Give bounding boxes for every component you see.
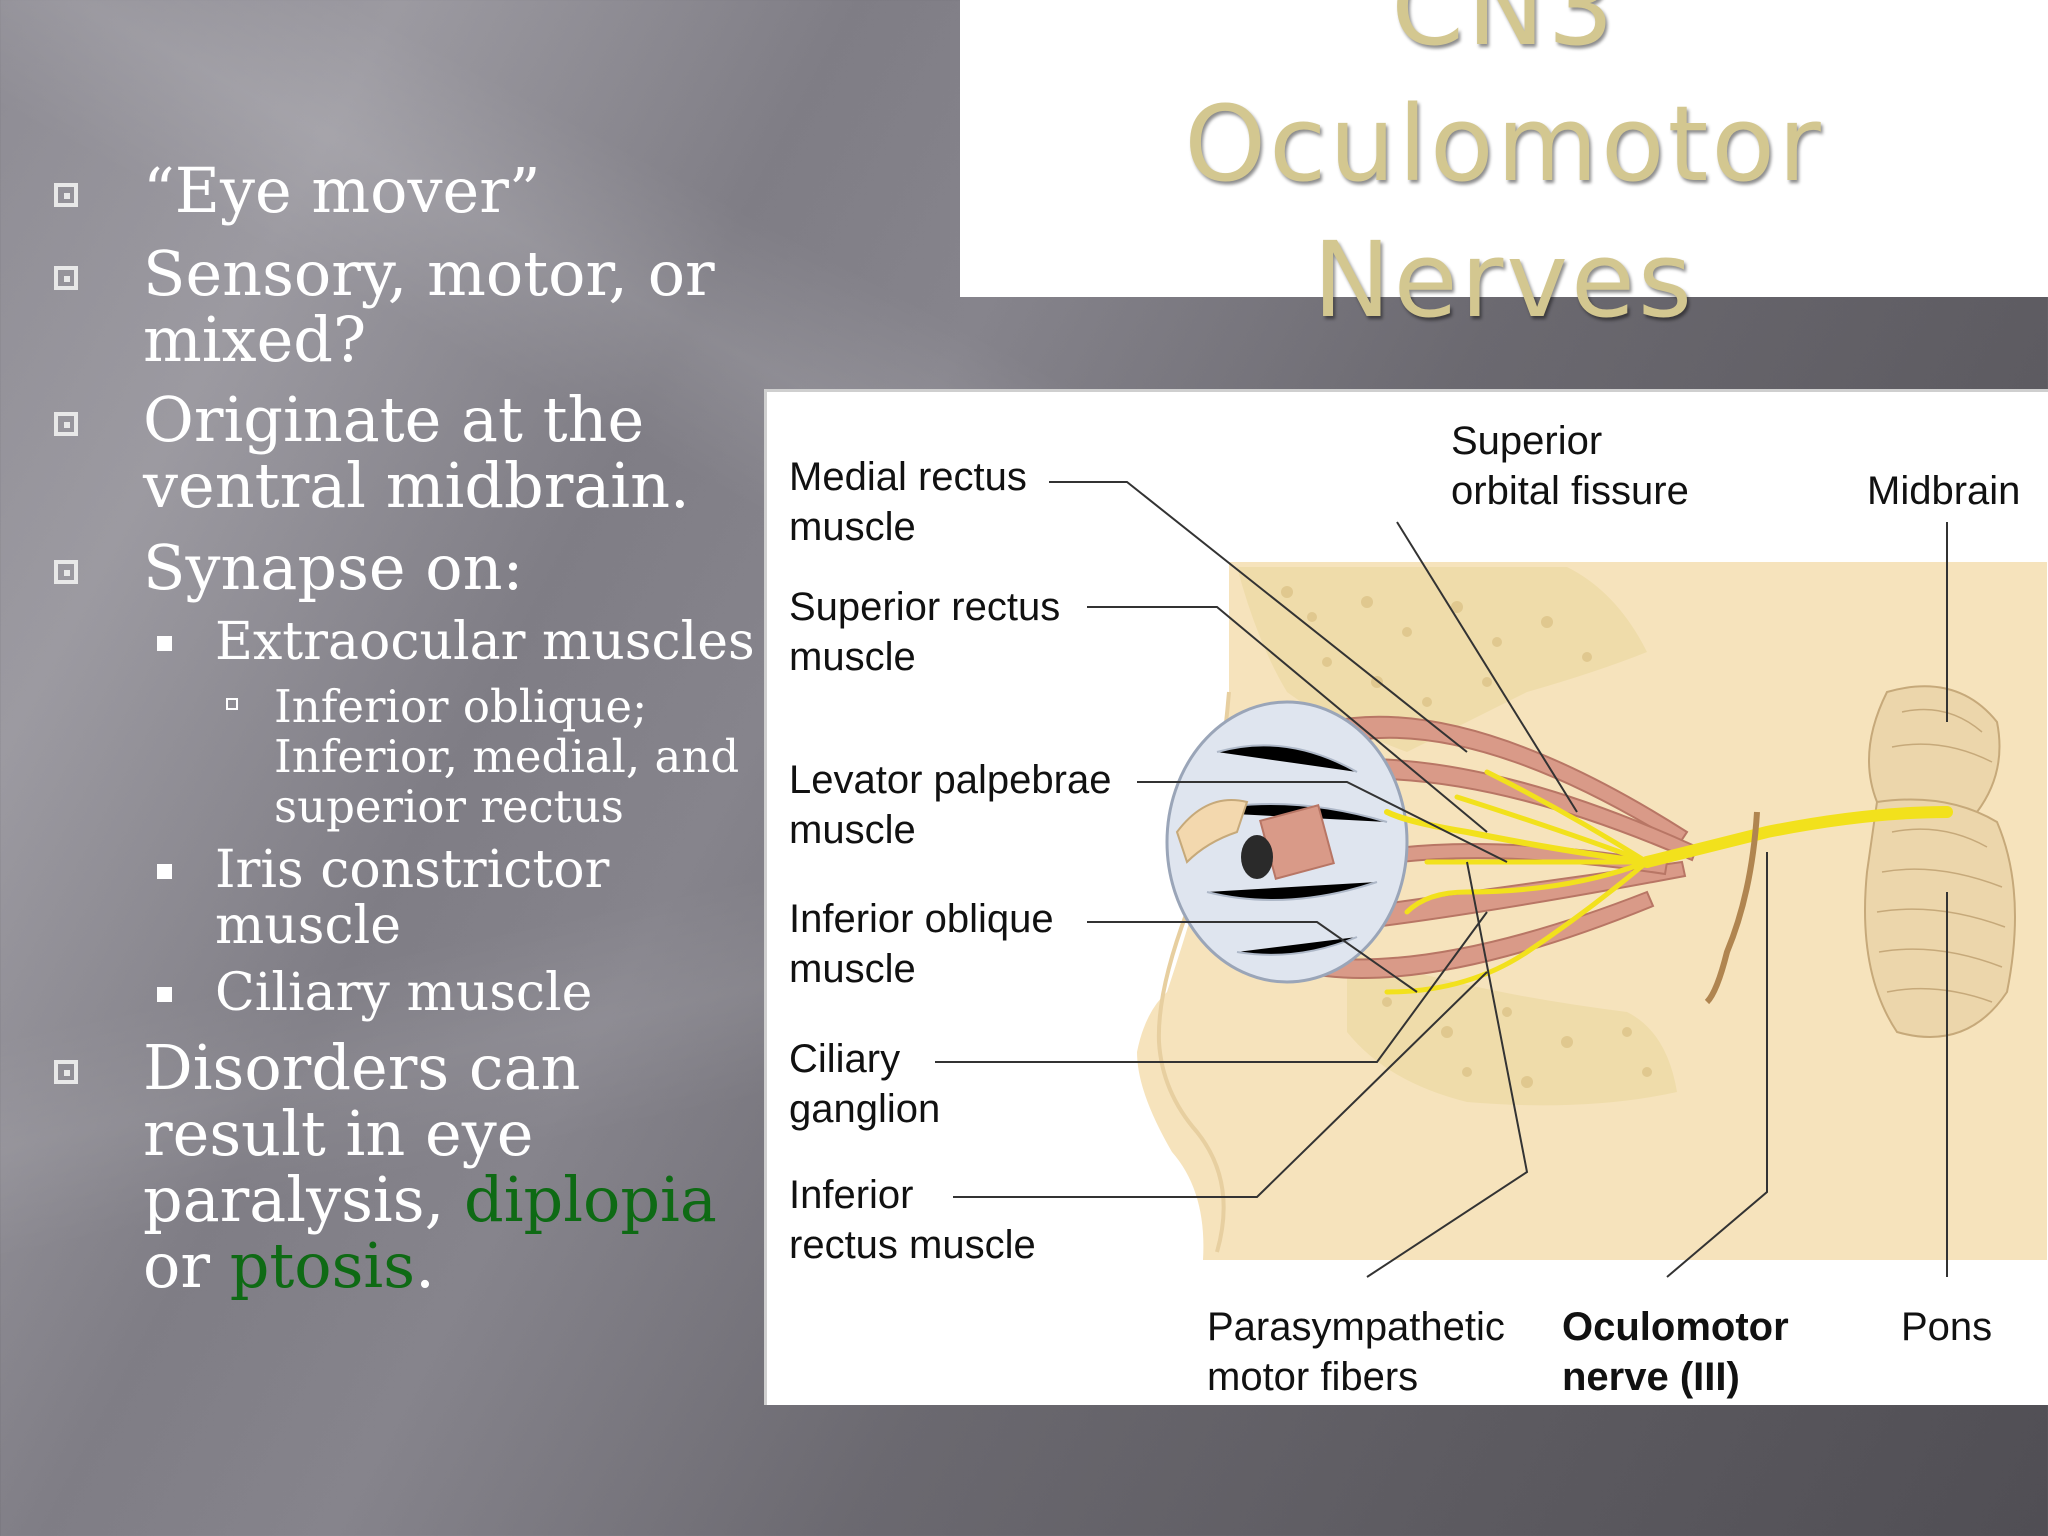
label-inferior-rectus: Inferior rectus muscle (789, 1173, 1036, 1267)
label-pons: Pons (1901, 1305, 1993, 1349)
bullet-extraocular: Extraocular muscles (215, 612, 755, 672)
bullet-eye-mover: “Eye mover” (143, 154, 541, 227)
pupil (1241, 835, 1273, 879)
bullet-marker-icon (54, 183, 78, 207)
sub-bullet-marker-icon (157, 864, 172, 879)
bullet-marker-icon (54, 412, 78, 436)
leader-line-ocnerve (1666, 852, 1768, 1278)
bullet-disorders: Disorders can result in eye paralysis, d… (143, 1031, 717, 1302)
bullet-ciliary: Ciliary muscle (215, 963, 593, 1023)
leader-lines (935, 481, 1948, 1278)
label-superior-rectus: Superior rectus muscle (789, 585, 1061, 679)
leader-line-levator (1137, 781, 1508, 863)
leader-line-sof (1396, 521, 1578, 813)
bullet-marker-icon (54, 560, 78, 584)
anatomy-illustration (935, 481, 2047, 1278)
leader-line-ciliary (935, 911, 1488, 1063)
label-superior-orbital-fissure: Superior orbital fissure (1451, 419, 1689, 513)
term-diplopia: diplopia (464, 1163, 717, 1236)
label-ciliary: Ciliary ganglion (789, 1037, 941, 1131)
label-levator: Levator palpebrae muscle (789, 758, 1112, 852)
bullet-list: “Eye mover” Sensory, motor, or mixed? Or… (0, 0, 760, 1536)
orbital-bone-upper (1237, 567, 1647, 752)
bullet-marker-icon (54, 266, 78, 290)
brainstem-texture (1876, 708, 2006, 1003)
oculomotor-nerve (1384, 769, 1953, 995)
label-inferior-oblique: Inferior oblique muscle (789, 897, 1054, 991)
sub-bullet-marker-icon (157, 636, 172, 651)
bone-texture (1281, 586, 1652, 1088)
leader-line-inferior-oblique (1087, 921, 1418, 993)
sub-bullet-marker-icon (157, 987, 172, 1002)
sub-sub-bullet-marker-icon (226, 698, 238, 710)
bullet-synapse: Synapse on: (143, 531, 524, 604)
bullet-iris: Iris constrictor muscle (215, 840, 610, 956)
title-line: CN3 (1391, 0, 1617, 69)
label-parasympathetic: Parasympathetic motor fibers (1207, 1305, 1505, 1399)
oculomotor-diagram: Medial rectus muscle Superior rectus mus… (764, 389, 2048, 1405)
slide-title: CN3 Oculomotor Nerves (960, 0, 2048, 348)
leader-line-medial-rectus (1049, 481, 1468, 753)
leader-line-inferior-rectus (953, 971, 1488, 1198)
pons-shape (1864, 798, 2016, 1038)
eyelid (1175, 799, 1249, 864)
label-medial-rectus: Medial rectus muscle (789, 455, 1027, 549)
title-line: Nerves (1312, 219, 1696, 341)
superior-orbital-fissure (1704, 811, 1760, 1005)
leader-line-superior-rectus (1087, 606, 1488, 833)
label-midbrain: Midbrain (1867, 469, 2021, 513)
label-oculomotor-nerve: Oculomotor nerve (III) (1562, 1305, 1789, 1399)
bullet-inferior-oblique: Inferior oblique; Inferior, medial, and … (274, 680, 740, 833)
leader-line-para (1366, 861, 1529, 1278)
term-ptosis: ptosis (229, 1229, 416, 1302)
title-panel (960, 0, 2048, 297)
bullet-sensory-motor: Sensory, motor, or mixed? (143, 237, 715, 376)
bullet-originate: Originate at the ventral midbrain. (143, 383, 690, 522)
bullet-marker-icon (54, 1060, 78, 1084)
title-line: Oculomotor (1184, 83, 1824, 205)
